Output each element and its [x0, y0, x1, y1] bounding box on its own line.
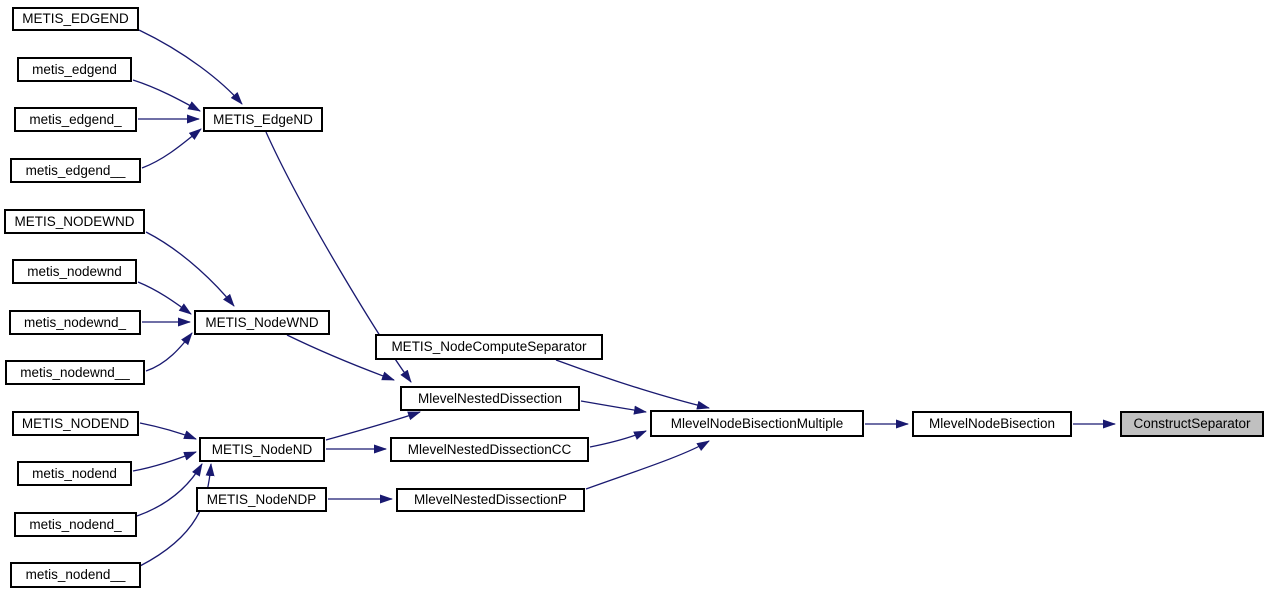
edge-MlevelNestedDissectionP-to-MlevelNodeBisectionMultiple — [585, 440, 710, 490]
node-METIS_NODEND[interactable]: METIS_NODEND — [12, 411, 139, 436]
node-METIS_NODEWND[interactable]: METIS_NODEWND — [4, 209, 145, 234]
edge-METIS_NODEND-to-METIS_NodeND — [139, 422, 197, 440]
edge-METIS_NodeND-to-MlevelNestedDissection — [325, 411, 421, 441]
edge-metis_edgend__-to-METIS_EdgeND — [141, 128, 202, 169]
node-metis_nodend[interactable]: metis_nodend — [17, 461, 132, 486]
edge-metis_nodewnd__-to-METIS_NodeWND — [145, 332, 193, 372]
node-ConstructSeparator: ConstructSeparator — [1120, 411, 1264, 437]
node-METIS_NodeND[interactable]: METIS_NodeND — [199, 437, 325, 462]
node-METIS_EDGEND[interactable]: METIS_EDGEND — [12, 7, 139, 31]
node-METIS_NodeNDP[interactable]: METIS_NodeNDP — [196, 487, 327, 512]
node-metis_edgend__[interactable]: metis_edgend__ — [10, 158, 141, 183]
node-metis_nodend__[interactable]: metis_nodend__ — [10, 562, 141, 588]
node-MlevelNestedDissectionCC[interactable]: MlevelNestedDissectionCC — [390, 437, 589, 462]
node-metis_nodewnd_[interactable]: metis_nodewnd_ — [9, 310, 141, 335]
node-metis_nodewnd[interactable]: metis_nodewnd — [12, 259, 137, 284]
node-metis_nodend_[interactable]: metis_nodend_ — [14, 512, 137, 537]
edge-MlevelNestedDissectionCC-to-MlevelNodeBisectionMultiple — [589, 430, 647, 448]
edge-METIS_NODEWND-to-METIS_NodeWND — [145, 231, 235, 307]
node-MlevelNestedDissection[interactable]: MlevelNestedDissection — [400, 386, 580, 411]
node-METIS_EdgeND[interactable]: METIS_EdgeND — [203, 107, 323, 132]
node-MlevelNodeBisection[interactable]: MlevelNodeBisection — [912, 411, 1072, 437]
edge-metis_nodend__-to-METIS_NodeND — [139, 463, 215, 567]
edge-METIS_NodeWND-to-MlevelNestedDissection — [286, 334, 395, 381]
edge-metis_edgend-to-METIS_EdgeND — [132, 79, 201, 112]
node-MlevelNestedDissectionP[interactable]: MlevelNestedDissectionP — [396, 488, 585, 512]
node-metis_nodewnd__[interactable]: metis_nodewnd__ — [5, 360, 145, 385]
node-METIS_NodeWND[interactable]: METIS_NodeWND — [194, 310, 330, 335]
edge-metis_nodend-to-METIS_NodeND — [132, 451, 197, 472]
edge-metis_nodewnd-to-METIS_NodeWND — [137, 281, 192, 315]
edge-METIS_EDGEND-to-METIS_EdgeND — [138, 29, 243, 105]
edge-METIS_NodeComputeSeparator-to-MlevelNodeBisectionMultiple — [555, 359, 710, 410]
edge-metis_nodend_-to-METIS_NodeND — [136, 463, 203, 517]
edge-METIS_EdgeND-to-MlevelNestedDissection — [265, 131, 412, 383]
node-METIS_NodeComputeSeparator[interactable]: METIS_NodeComputeSeparator — [375, 334, 603, 360]
node-metis_edgend[interactable]: metis_edgend — [17, 57, 132, 82]
node-MlevelNodeBisectionMultiple[interactable]: MlevelNodeBisectionMultiple — [650, 410, 864, 437]
node-metis_edgend_[interactable]: metis_edgend_ — [14, 107, 137, 132]
edge-MlevelNestedDissection-to-MlevelNodeBisectionMultiple — [580, 400, 647, 415]
